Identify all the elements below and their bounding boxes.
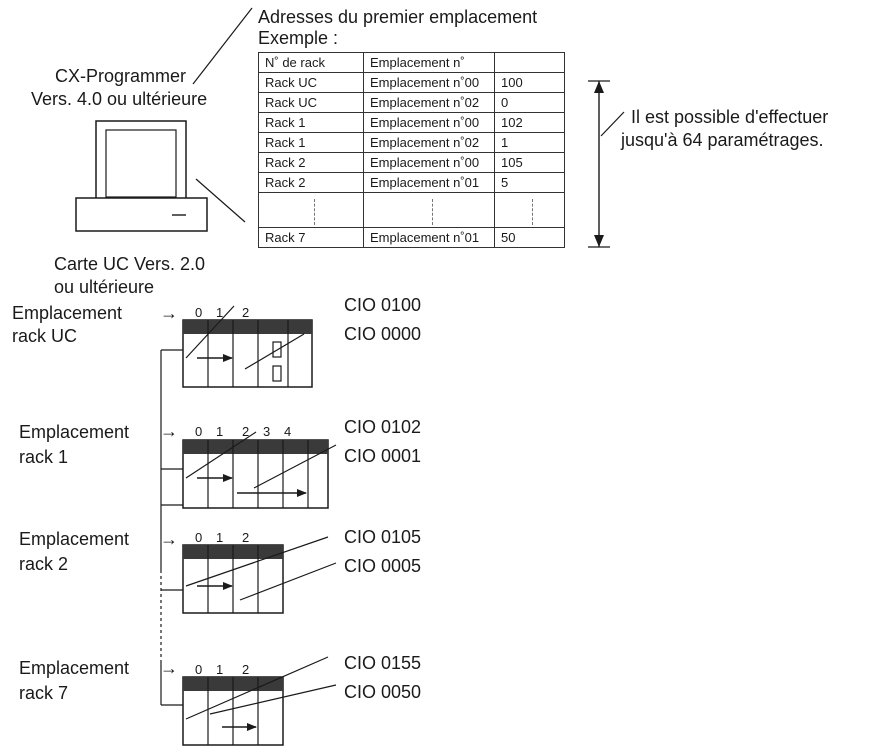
table-cell: Emplacement n˚02 — [363, 92, 495, 113]
table-cell: Rack 1 — [258, 132, 364, 153]
table-row: Rack 2 Emplacement n˚01 5 — [258, 172, 565, 193]
ellipsis-marker — [532, 199, 533, 225]
slot-number: 2 — [242, 662, 250, 677]
table-cell: Emplacement n˚02 — [363, 132, 495, 153]
first-slot-address-table: N˚ de rack Emplacement n˚ Rack UC Emplac… — [258, 52, 565, 248]
cio-address: CIO 0000 — [344, 324, 422, 344]
table-cell: 50 — [494, 227, 565, 248]
slot-number: 2 — [242, 305, 250, 320]
table-ellipsis-row — [258, 192, 565, 228]
table-cell: 100 — [494, 72, 565, 93]
slot-number: 0 — [195, 424, 203, 439]
rack-uc-name: rack UC — [12, 326, 78, 346]
table-cell: Emplacement n˚01 — [363, 227, 495, 248]
slot-number: 0 — [195, 530, 203, 545]
ellipsis-marker — [313, 199, 315, 225]
slot-number: 3 — [263, 424, 271, 439]
cio-address: CIO 0050 — [344, 682, 422, 702]
rack-7-name: rack 7 — [19, 683, 69, 703]
table-row: Rack UC Emplacement n˚00 100 — [258, 72, 565, 93]
rack-connection-lines — [160, 349, 185, 706]
table-cell: 1 — [494, 132, 565, 153]
table-row: Rack 1 Emplacement n˚02 1 — [258, 132, 565, 153]
computer-icon — [75, 120, 208, 232]
table-header-row: N˚ de rack Emplacement n˚ — [258, 52, 565, 73]
table-row: Rack UC Emplacement n˚02 0 — [258, 92, 565, 113]
cio-address: CIO 0100 — [344, 295, 422, 315]
slot-number: 2 — [242, 530, 250, 545]
rack-uc-arrow: → — [160, 303, 178, 323]
table-cell: Emplacement n˚00 — [363, 152, 495, 173]
table-cell: Emplacement n˚01 — [363, 172, 495, 193]
table-cell — [494, 192, 565, 228]
cio-address: CIO 0155 — [344, 653, 422, 673]
rack-1-label: Emplacement — [19, 422, 130, 442]
table-header-cell: Emplacement n˚ — [363, 52, 495, 73]
rack-2-arrow: → — [160, 529, 178, 549]
cio-address: CIO 0001 — [344, 446, 422, 466]
rack-uc-label: Emplacement — [12, 303, 123, 323]
slot-number: 2 — [242, 424, 250, 439]
cpu-unit-version: Carte UC Vers. 2.0 — [54, 254, 206, 274]
slot-number: 1 — [216, 305, 224, 320]
table-cell: 5 — [494, 172, 565, 193]
table-cell: Rack UC — [258, 92, 364, 113]
table-header-cell: N˚ de rack — [258, 52, 364, 73]
computer-to-table-line — [195, 178, 246, 223]
table-cell: Rack 1 — [258, 112, 364, 133]
software-name: CX-Programmer — [55, 66, 187, 86]
range-bracket — [588, 80, 625, 248]
table-row: Rack 1 Emplacement n˚00 102 — [258, 112, 565, 133]
slot-number: 1 — [216, 530, 224, 545]
table-row: Rack 2 Emplacement n˚00 105 — [258, 152, 565, 173]
slot-number: 1 — [216, 662, 224, 677]
software-version: Vers. 4.0 ou ultérieure — [31, 89, 208, 109]
rack-7-unit — [182, 656, 337, 746]
table-cell: Rack UC — [258, 72, 364, 93]
header-title: Adresses du premier emplacement — [258, 7, 538, 27]
rack-1-unit — [182, 431, 337, 509]
rack-2-unit — [182, 536, 337, 614]
slot-number: 1 — [216, 424, 224, 439]
title-leader-line — [192, 7, 253, 85]
slot-number: 4 — [284, 424, 292, 439]
table-cell: 105 — [494, 152, 565, 173]
rack-7-label: Emplacement — [19, 658, 130, 678]
rack-1-name: rack 1 — [19, 447, 69, 467]
table-cell — [258, 192, 364, 228]
rack-2-name: rack 2 — [19, 554, 69, 574]
table-cell: Emplacement n˚00 — [363, 112, 495, 133]
rack-7-arrow: → — [160, 658, 178, 678]
table-cell: Emplacement n˚00 — [363, 72, 495, 93]
cio-address: CIO 0105 — [344, 527, 422, 547]
rack-2-label: Emplacement — [19, 529, 130, 549]
table-cell: Rack 2 — [258, 172, 364, 193]
table-cell — [363, 192, 495, 228]
table-cell: 102 — [494, 112, 565, 133]
rack-1-arrow: → — [160, 421, 178, 441]
cio-address: CIO 0005 — [344, 556, 422, 576]
table-cell: Rack 2 — [258, 152, 364, 173]
table-cell: Rack 7 — [258, 227, 364, 248]
cpu-unit-version-note: ou ultérieure — [54, 277, 155, 297]
header-example-label: Exemple : — [258, 28, 339, 48]
slot-number: 0 — [195, 305, 203, 320]
slot-number: 0 — [195, 662, 203, 677]
table-header-cell — [494, 52, 565, 73]
cio-address: CIO 0102 — [344, 417, 422, 437]
range-note-line2: jusqu'à 64 paramétrages. — [621, 130, 824, 150]
table-row: Rack 7 Emplacement n˚01 50 — [258, 227, 565, 248]
ellipsis-marker — [431, 199, 433, 225]
rack-uc-unit — [182, 305, 313, 388]
range-note-line1: Il est possible d'effectuer — [631, 107, 829, 127]
table-cell: 0 — [494, 92, 565, 113]
